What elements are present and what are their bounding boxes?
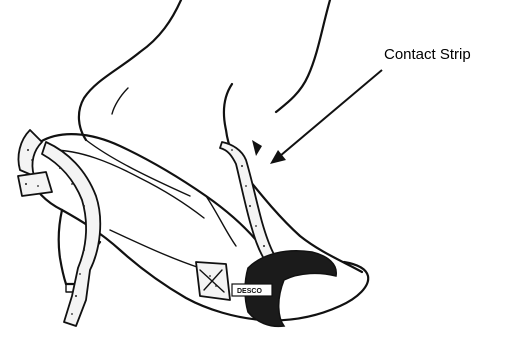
callout-arrow — [270, 70, 382, 164]
contact-point-marker — [252, 140, 262, 156]
strap-tag-label: DESCO — [237, 288, 262, 295]
leg-outline — [79, 0, 330, 140]
contact-strip-label: Contact Strip — [384, 46, 471, 64]
foot-outline — [86, 84, 362, 272]
shoe-bow — [196, 262, 230, 300]
toe-strap: DESCO — [232, 251, 336, 327]
